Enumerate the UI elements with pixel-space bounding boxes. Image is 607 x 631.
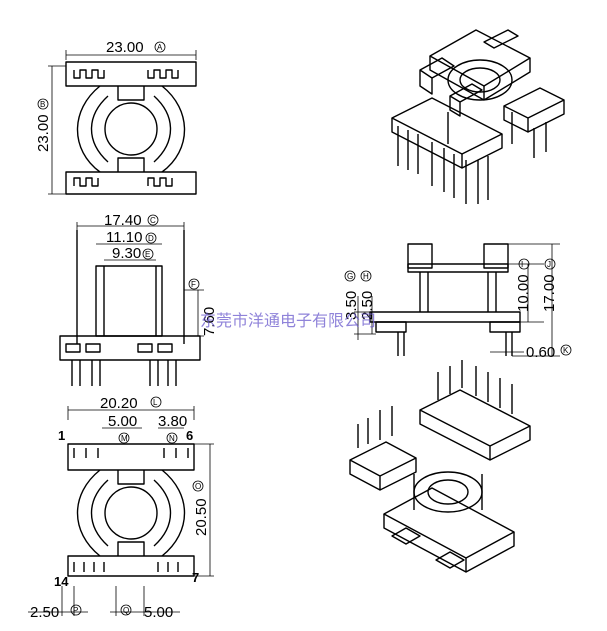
dim-pin-span-tag: M xyxy=(121,434,128,443)
dim-bottom-width-value: 20.20 xyxy=(100,395,138,412)
dim-front-total-height-tag: J xyxy=(547,260,551,269)
pin-label-14: 14 xyxy=(54,574,69,589)
dim-top-height-tag: B xyxy=(40,100,45,109)
dim-pin-diameter-value: 0.60 xyxy=(526,344,555,361)
dim-bottom-width-tag: L xyxy=(153,398,158,407)
pin-label-1: 1 xyxy=(58,428,65,443)
side-view: 17.40 C 11.10 D 9.30 E 7.60 F xyxy=(59,212,218,386)
pin-label-7: 7 xyxy=(192,570,199,585)
dim-front-flange-inner-tag: H xyxy=(363,272,369,281)
dim-front-flange-value: 3.50 xyxy=(343,291,360,320)
pin-label-6: 6 xyxy=(186,428,193,443)
dim-edge-offset-tag: P xyxy=(73,606,78,615)
dim-side-inner-tag: E xyxy=(145,250,150,259)
dim-side-inner-value: 9.30 xyxy=(112,245,141,262)
isometric-bottom-view xyxy=(349,360,531,573)
dim-front-flange-tag: G xyxy=(347,272,353,281)
dim-bottom-height-value: 20.50 xyxy=(193,498,210,536)
dim-side-outer-value: 17.40 xyxy=(104,212,142,229)
dim-side-mid-tag: D xyxy=(148,234,154,243)
dim-side-outer-tag: C xyxy=(150,216,156,225)
company-watermark: 东莞市洋通电子有限公司 xyxy=(200,311,376,330)
dim-front-flange-inner-value: 2.50 xyxy=(359,291,376,320)
top-view: 23.00 A 23.00 B xyxy=(35,39,197,195)
dim-pin-span-bottom-tag: Q xyxy=(123,606,129,615)
dim-pin-pitch-value: 3.80 xyxy=(158,413,187,430)
dim-bottom-height-tag: O xyxy=(195,482,201,491)
front-view: 3.50 G 2.50 H 10.00 I 17.00 J 0.60 K xyxy=(343,243,572,361)
dim-front-inner-height-tag: I xyxy=(521,260,523,269)
dim-side-mid-value: 11.10 xyxy=(106,229,142,246)
dim-side-body-value: 7.60 xyxy=(201,307,218,336)
dim-edge-offset-value: 2.50 xyxy=(30,604,59,621)
dim-tag-marker xyxy=(154,41,166,53)
dim-side-body-tag: F xyxy=(191,280,196,289)
dim-top-width-value: 23.00 xyxy=(106,39,144,56)
dim-pin-span-value: 5.00 xyxy=(108,413,137,430)
isometric-top-view xyxy=(391,29,565,204)
dim-pin-span-bottom-value: 5.00 xyxy=(144,604,173,621)
dim-pin-diameter-tag: K xyxy=(563,346,569,355)
dim-pin-pitch-tag: N xyxy=(169,434,175,443)
dim-front-inner-height-value: 10.00 xyxy=(515,274,532,312)
bottom-view: 20.20 L 5.00 M 3.80 N 1 6 14 7 20.50 O xyxy=(28,395,214,621)
dim-top-height-value: 23.00 xyxy=(35,114,52,152)
dim-top-width-tag: A xyxy=(157,43,163,52)
dim-front-total-height-value: 17.00 xyxy=(541,274,558,312)
